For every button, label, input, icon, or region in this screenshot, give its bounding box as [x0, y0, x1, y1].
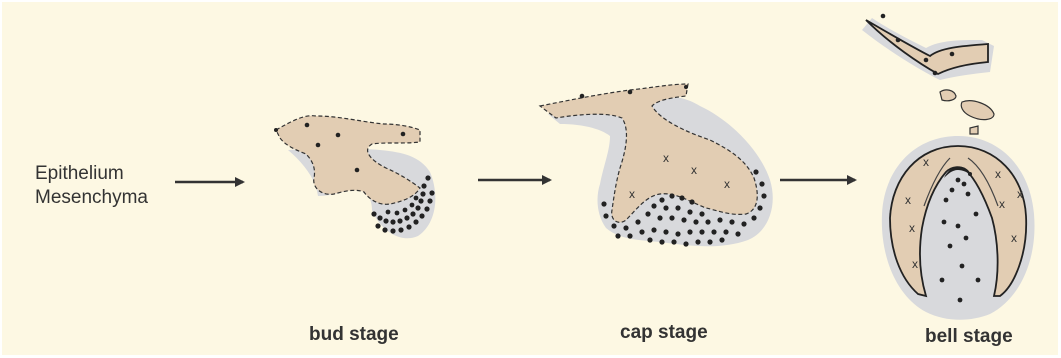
svg-text:x: x — [663, 151, 669, 165]
svg-text:x: x — [905, 193, 911, 207]
bell-lamina-remnant-2 — [961, 101, 994, 120]
bell-lamina-remnant-1 — [940, 90, 956, 101]
svg-text:x: x — [724, 177, 730, 191]
svg-text:x: x — [999, 197, 1005, 211]
svg-text:x: x — [691, 163, 697, 177]
svg-text:x: x — [912, 257, 918, 271]
bell-lamina-remnant-3 — [970, 126, 978, 134]
bud-stage-drawing — [274, 116, 435, 239]
svg-text:x: x — [995, 167, 1001, 181]
cap-stage-drawing: x x x x — [540, 84, 773, 247]
svg-text:x: x — [1017, 187, 1023, 201]
svg-text:x: x — [923, 155, 929, 169]
svg-text:x: x — [909, 221, 915, 235]
svg-text:x: x — [629, 187, 635, 201]
svg-text:x: x — [1011, 231, 1017, 245]
